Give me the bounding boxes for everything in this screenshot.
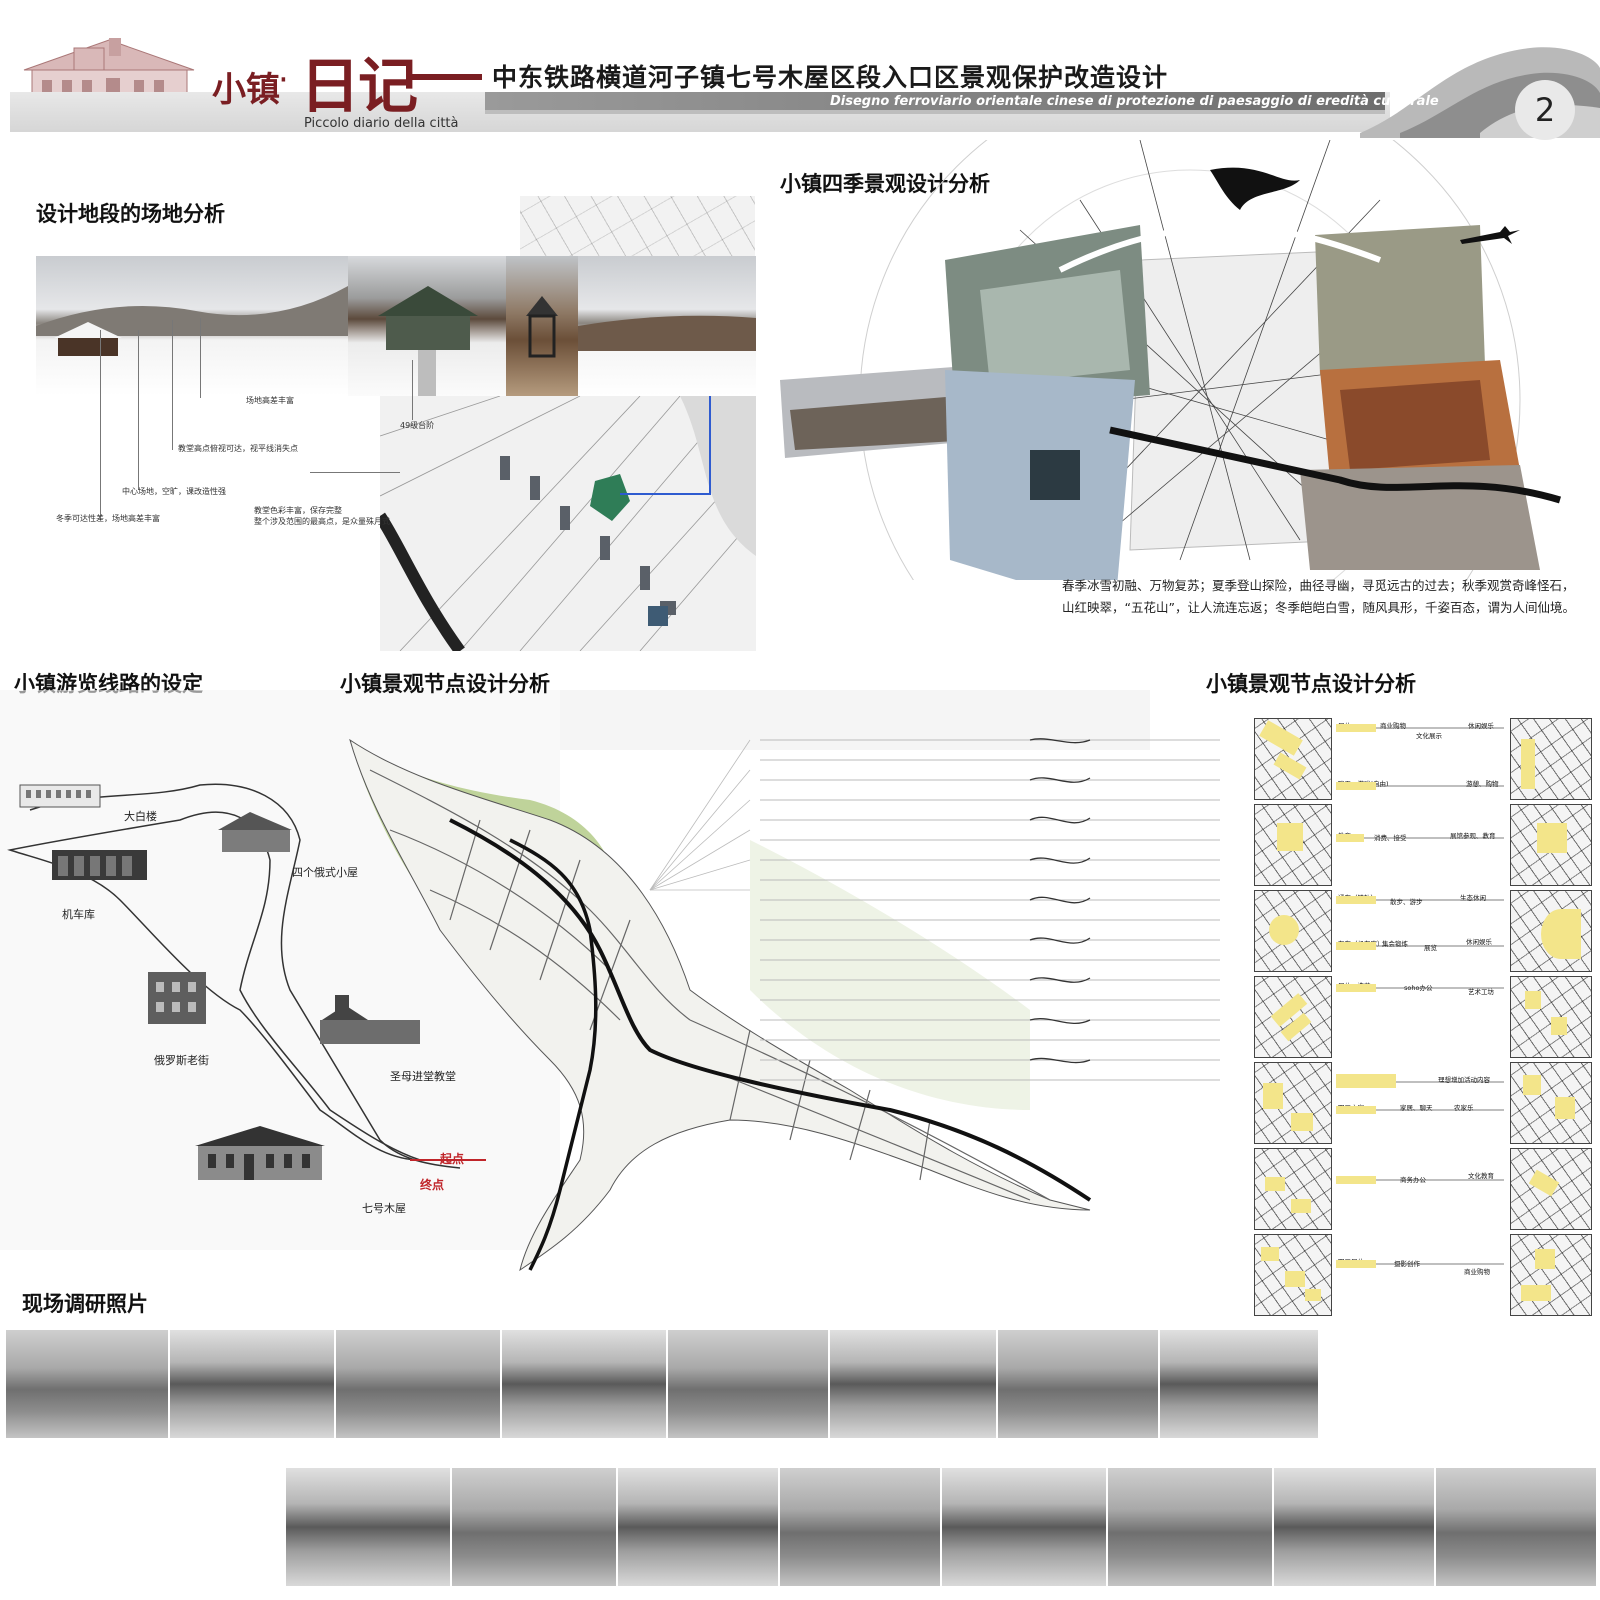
building-label: 俄罗斯老街	[154, 1054, 209, 1067]
site-annotation: 教堂色彩丰富，保存完整	[254, 506, 342, 515]
page-number: 2	[1515, 80, 1575, 140]
node-plan-cell	[1510, 804, 1592, 886]
header: 2 小镇 · 日记 中东铁路横道河子镇七号木屋区段入口区景观保护改造设计 Dis…	[0, 0, 1600, 140]
survey-photo	[6, 1330, 168, 1438]
node-plan-cell	[1510, 1062, 1592, 1144]
site-annotation: 整个涉及范围的最高点，是众量殊月式	[254, 517, 390, 526]
survey-photo	[1108, 1468, 1272, 1586]
survey-photos-title: 现场调研照片	[22, 1292, 148, 1316]
brand-subtitle: Piccolo diario della città	[304, 116, 459, 131]
survey-photo	[336, 1330, 500, 1438]
brand-small: 小镇	[212, 70, 280, 110]
header-dark-bar	[485, 92, 1385, 112]
site-annotation: 场地高差丰富	[246, 396, 294, 405]
survey-photo	[1160, 1330, 1318, 1438]
building-label: 大白楼	[124, 810, 157, 823]
node-plan-cell	[1254, 718, 1332, 800]
site-plan-map	[380, 396, 756, 651]
node-plan-cell	[1510, 976, 1592, 1058]
site-annotation: 49级台阶	[400, 421, 435, 430]
node-plan-cell	[1510, 890, 1592, 972]
site-photo-village	[578, 256, 756, 396]
survey-photo-strip-1	[6, 1330, 1318, 1438]
survey-photo	[1274, 1468, 1434, 1586]
node-analysis-right-title: 小镇景观节点设计分析	[1206, 672, 1416, 696]
building-label: 七号木屋	[362, 1202, 406, 1215]
survey-photo	[780, 1468, 940, 1586]
building-label: 四个俄式小屋	[292, 866, 358, 879]
survey-photo-strip-2	[286, 1468, 1598, 1586]
survey-photo	[998, 1330, 1158, 1438]
survey-photo	[170, 1330, 334, 1438]
survey-photo	[942, 1468, 1106, 1586]
site-photo-tower	[506, 256, 578, 396]
node-plan-cell	[1254, 804, 1332, 886]
node-plan-cell	[1254, 1234, 1332, 1316]
node-analysis-center-title: 小镇景观节点设计分析	[340, 672, 550, 696]
building-label: 机车库	[62, 908, 95, 921]
timeline-lines	[1336, 724, 1504, 1268]
node-plan-cell	[1510, 1234, 1592, 1316]
site-annotation: 中心场地，空旷，课改造性强	[122, 487, 226, 496]
survey-photo	[286, 1468, 450, 1586]
route-start-label: 起点	[440, 1152, 465, 1166]
brand-big: 日记	[300, 52, 418, 122]
page-title: 中东铁路横道河子镇七号木屋区段入口区景观保护改造设计	[492, 63, 1169, 92]
site-annotation: 教堂高点俯视可达，视平线消失点	[178, 444, 298, 453]
node-plan-cell	[1510, 1148, 1592, 1230]
node-plan-cell	[1254, 976, 1332, 1058]
site-photo-church	[348, 256, 506, 396]
survey-photo	[668, 1330, 828, 1438]
town-master-plan	[349, 690, 1220, 1272]
survey-photo	[618, 1468, 778, 1586]
header-thin-bar	[485, 110, 1385, 114]
seasons-title: 小镇四季景观设计分析	[780, 172, 990, 196]
brand-dot: ·	[278, 60, 289, 100]
tour-route-map	[0, 690, 560, 1250]
survey-photo	[830, 1330, 996, 1438]
survey-photo	[502, 1330, 666, 1438]
site-annotation: 冬季可达性差，场地高差丰富	[56, 514, 160, 523]
survey-photo	[1436, 1468, 1596, 1586]
site-analysis-title: 设计地段的场地分析	[36, 202, 225, 226]
site-map-top	[520, 196, 755, 256]
node-plan-cell	[1510, 718, 1592, 800]
italian-subtitle: Disegno ferroviario orientale cinese di …	[830, 94, 1439, 109]
node-plan-cell	[1254, 890, 1332, 972]
site-photo-panorama	[36, 256, 348, 396]
node-plan-cell	[1254, 1148, 1332, 1230]
route-end-label: 终点	[420, 1178, 445, 1192]
survey-photo	[452, 1468, 616, 1586]
node-analysis-table: 居住 商业购物 文化展示 休闲娱乐 聊天、游戏(自由) 游憩、购物 教育 消费、…	[1254, 718, 1594, 1316]
seasons-description: 春季冰雪初融、万物复苏；夏季登山探险，曲径寻幽，寻觅远古的过去；秋季观赏奇峰怪石…	[1062, 578, 1575, 615]
node-plan-cell	[1254, 1062, 1332, 1144]
brand-dash	[410, 74, 482, 80]
seasons-collage	[780, 140, 1562, 580]
building-label: 圣母进堂教堂	[390, 1070, 456, 1083]
